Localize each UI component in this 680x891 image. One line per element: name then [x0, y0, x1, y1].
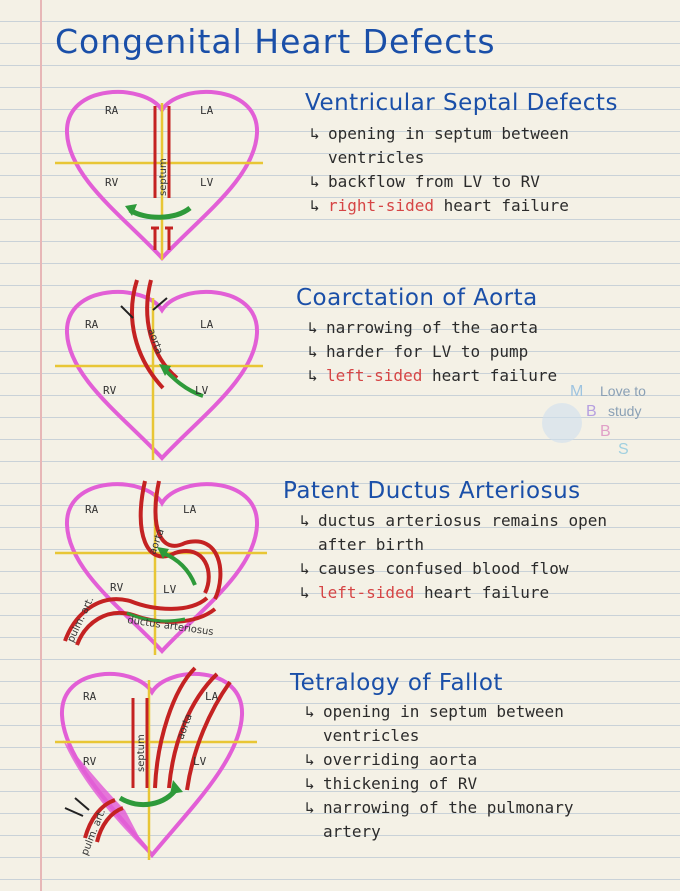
septum-label: septum: [136, 734, 147, 772]
bullet-item: ↳right-sided heart failure: [310, 194, 569, 218]
watermark-heart-icon: [542, 403, 582, 443]
aorta-wall-1: [153, 666, 197, 789]
love-to-study-watermark: Love to study M B B S: [542, 383, 646, 458]
tetralogy-bullet-list: ↳opening in septum between ventricles ↳o…: [305, 700, 573, 844]
label-ra: RA: [85, 503, 99, 516]
tetralogy-heart-diagram: RA LA RV LV septum aorta pulm. art.: [55, 666, 257, 860]
pda-heart-diagram: RA LA RV LV aorta pulm. art. ductus arte…: [55, 480, 267, 655]
bullet-item: ↳harder for LV to pump: [308, 340, 557, 364]
label-rv: RV: [105, 176, 119, 189]
bullet-item: ↳causes confused blood flow: [300, 557, 607, 581]
bullet-item: ↳left-sided heart failure: [308, 364, 557, 388]
pda-bullet-list: ↳ductus arteriosus remains open after bi…: [300, 509, 607, 605]
bullet-arrow-icon: ↳: [310, 196, 320, 215]
page-title: Congenital Heart Defects: [55, 22, 496, 61]
backflow-arrow: [128, 205, 192, 220]
watermark-letter-m: M: [570, 383, 583, 400]
narrowing-arrows: [120, 297, 168, 319]
bullet-arrow-icon: ↳: [310, 172, 320, 191]
bullet-item: ↳narrowing of the aorta: [308, 316, 557, 340]
thickened-rv: [63, 740, 147, 852]
section-title-vsd: Ventricular Septal Defects: [305, 90, 618, 116]
label-rv: RV: [110, 581, 124, 594]
label-lv: LV: [200, 176, 214, 189]
label-rv: RV: [83, 755, 97, 768]
bullet-item: ↳backflow from LV to RV: [310, 170, 569, 194]
aorta-arch-inner: [153, 480, 223, 600]
label-ra: RA: [105, 104, 119, 117]
watermark-letter-s: S: [618, 441, 629, 458]
bullet-arrow-icon: ↳: [308, 318, 318, 337]
label-la: LA: [200, 318, 214, 331]
flow-arrowhead: [157, 547, 169, 559]
section-title-coarctation: Coarctation of Aorta: [296, 285, 538, 311]
aorta-wall-3: [185, 680, 232, 791]
aorta-label: aorta: [175, 712, 194, 741]
backflow-arrowhead: [125, 204, 137, 216]
bullet-arrow-icon: ↳: [308, 342, 318, 361]
label-lv: LV: [163, 583, 177, 596]
bullet-arrow-icon: ↳: [305, 774, 315, 793]
notebook-margin-line: [40, 0, 42, 891]
aorta-arch-outer: [138, 480, 211, 594]
heart-outline: [64, 482, 260, 654]
bullet-continuation: ventricles: [328, 148, 425, 167]
bullet-arrow-icon: ↳: [300, 511, 310, 530]
flow-arrowhead: [159, 364, 171, 376]
pulmonary-artery: [83, 798, 116, 839]
bullet-arrow-icon: ↳: [300, 583, 310, 602]
bullet-item: ↳thickening of RV: [305, 772, 573, 796]
aorta-wall-left: [130, 279, 165, 390]
bullet-continuation: after birth: [318, 535, 424, 554]
pulmonary-artery-inner: [95, 806, 124, 843]
bullet-item: ↳opening in septum between: [310, 122, 569, 146]
bullet-arrow-icon: ↳: [310, 124, 320, 143]
watermark-line1: Love to: [600, 383, 646, 399]
septum-wall-bottom: [151, 226, 173, 250]
label-ra: RA: [85, 318, 99, 331]
vsd-heart-diagram: RA LA RV LV septum: [55, 90, 263, 261]
bullet-item: ↳ductus arteriosus remains open: [300, 509, 607, 533]
label-ra: RA: [83, 690, 97, 703]
section-title-tetralogy: Tetralogy of Fallot: [290, 670, 503, 696]
watermark-line2: study: [608, 403, 641, 419]
label-la: LA: [183, 503, 197, 516]
vsd-bullet-list: ↳opening in septum between ventricles ↳b…: [310, 122, 569, 218]
bullet-arrow-icon: ↳: [300, 559, 310, 578]
septum-label: septum: [158, 158, 169, 196]
bullet-arrow-icon: ↳: [305, 798, 315, 817]
watermark-letter-b2: B: [600, 423, 611, 440]
label-rv: RV: [103, 384, 117, 397]
bullet-continuation: ventricles: [323, 726, 420, 745]
ductus-flow-arrow: [126, 611, 186, 623]
bullet-continuation: artery: [323, 822, 381, 841]
narrowing-arrows: [64, 797, 90, 817]
aorta-label: aorta: [145, 327, 164, 356]
label-la: LA: [205, 690, 219, 703]
heart-outline: [64, 290, 260, 461]
bullet-item: ↳opening in septum between: [305, 700, 573, 724]
coarctation-bullet-list: ↳narrowing of the aorta ↳harder for LV t…: [308, 316, 557, 388]
bullet-arrow-icon: ↳: [308, 366, 318, 385]
watermark-letter-b1: B: [586, 403, 597, 420]
aorta-wall-2: [167, 672, 219, 789]
coarctation-heart-diagram: RA LA RV LV aorta: [55, 279, 263, 461]
bullet-arrow-icon: ↳: [305, 750, 315, 769]
bullet-item: ↳narrowing of the pulmonary: [305, 796, 573, 820]
label-lv: LV: [195, 384, 209, 397]
label-la: LA: [200, 104, 214, 117]
bullet-arrow-icon: ↳: [305, 702, 315, 721]
section-title-pda: Patent Ductus Arteriosus: [283, 478, 581, 504]
flow-arrowhead: [170, 780, 183, 794]
pulmonary-artery: [63, 596, 209, 642]
bullet-item: ↳overriding aorta: [305, 748, 573, 772]
label-lv: LV: [193, 755, 207, 768]
aorta-wall-right: [145, 279, 179, 380]
bullet-item: ↳left-sided heart failure: [300, 581, 607, 605]
